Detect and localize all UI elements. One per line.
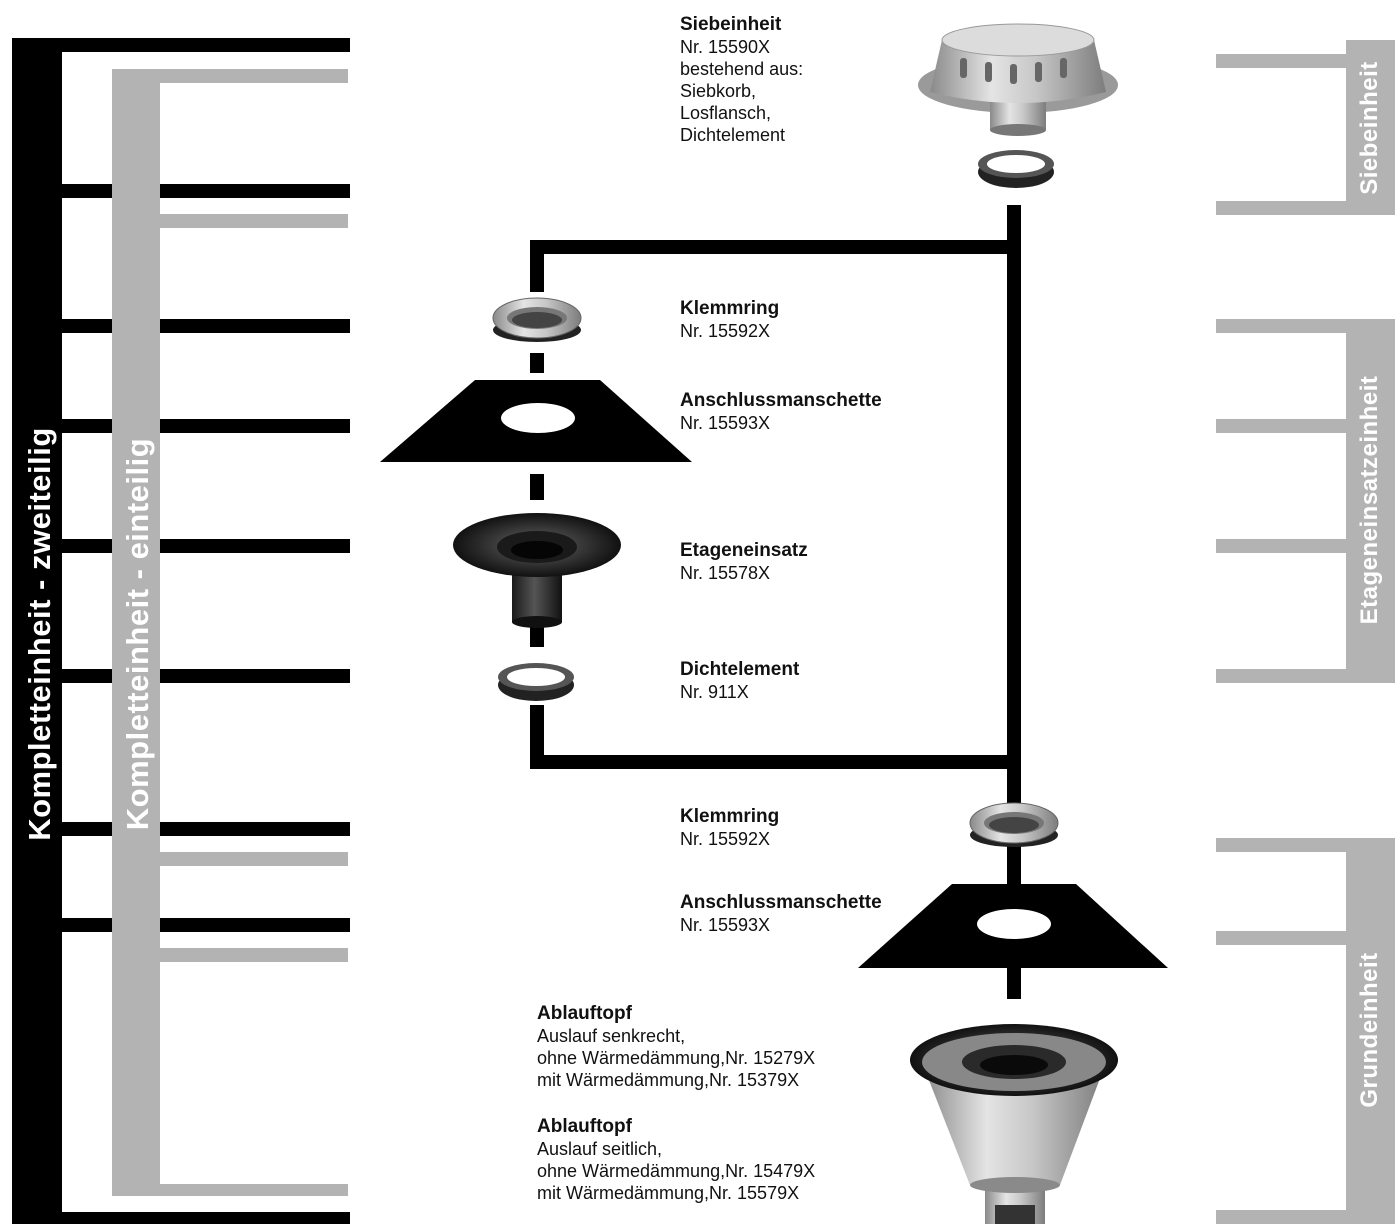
komplett-einteilig-bracket <box>112 69 160 1196</box>
etageneinsatzeinheit-bracket <box>1216 419 1346 433</box>
klemmring-image <box>492 297 582 342</box>
part-line: Nr. 15592X <box>680 321 771 341</box>
grundeinheit-bracket <box>1216 1210 1346 1224</box>
part-title: Anschlussmanschette <box>680 390 882 411</box>
part-line: Siebkorb, <box>680 81 757 101</box>
anschlussmanschette-text: Anschlussmanschette Nr. 15593X <box>680 390 882 434</box>
part-line: ohne Wärmedämmung,Nr. 15279X <box>537 1048 816 1068</box>
part-title: Etageneinsatz <box>680 540 808 561</box>
connector-lines <box>530 205 1021 995</box>
bracket-tick <box>112 1184 348 1196</box>
part-title: Klemmring <box>680 806 780 827</box>
etageneinsatzeinheit-bracket <box>1346 319 1395 683</box>
etageneinsatzeinheit-bracket <box>1216 669 1346 683</box>
part-line: Nr. 15590X <box>680 37 771 57</box>
siebeinheit-text: Siebeinheit Nr. 15590X bestehend aus: Si… <box>680 14 803 146</box>
part-title: Ablauftopf <box>537 1003 632 1024</box>
ablauftopf-text: Ablauftopf Auslauf seitlich, ohne Wärmed… <box>537 1116 815 1204</box>
klemmring-text: Klemmring Nr. 15592X <box>680 806 779 850</box>
part-line: Nr. 15593X <box>680 915 771 935</box>
klemmring-text: Klemmring Nr. 15592X <box>680 298 779 342</box>
part-line: mit Wärmedämmung,Nr. 15579X <box>537 1183 800 1203</box>
bracket-tick <box>112 69 348 83</box>
etageneinsatzeinheit-bracket <box>1216 319 1346 333</box>
bracket-tick <box>160 948 348 962</box>
bracket-tick <box>160 852 348 866</box>
bracket-tick <box>160 214 348 228</box>
dichtelement-image <box>498 663 574 701</box>
part-title: Ablauftopf <box>537 1116 632 1137</box>
part-line: bestehend aus: <box>680 59 804 79</box>
klemmring-image <box>969 802 1059 847</box>
etageneinsatz-text: Etageneinsatz Nr. 15578X <box>680 540 808 584</box>
siebeinheit-bracket <box>1216 54 1346 68</box>
part-line: Nr. 15592X <box>680 829 771 849</box>
siebkorb-image <box>918 23 1118 136</box>
part-line: Nr. 911X <box>680 682 749 702</box>
anschlussmanschette-image <box>858 884 1168 968</box>
part-title: Siebeinheit <box>680 14 782 35</box>
siebeinheit-bracket <box>1346 40 1395 215</box>
dichtelement-text: Dichtelement Nr. 911X <box>680 659 799 703</box>
etageneinsatz-image <box>453 513 621 628</box>
bracket-tick <box>12 1212 350 1224</box>
part-line: Auslauf senkrecht, <box>537 1026 686 1046</box>
part-title: Klemmring <box>680 298 780 319</box>
part-line: ohne Wärmedämmung,Nr. 15479X <box>537 1161 816 1181</box>
part-line: Auslauf seitlich, <box>537 1139 663 1159</box>
part-line: Nr. 15593X <box>680 413 771 433</box>
connector-dashes <box>530 353 1021 999</box>
part-title: Anschlussmanschette <box>680 892 882 913</box>
anschlussmanschette-image <box>380 380 692 462</box>
siebeinheit-bracket <box>1216 201 1346 215</box>
ablauftopf-image <box>910 1024 1118 1224</box>
part-line: Dichtelement <box>680 125 786 145</box>
part-title: Dichtelement <box>680 659 800 680</box>
part-line: Nr. 15578X <box>680 563 771 583</box>
ablauftopf-text: Ablauftopf Auslauf senkrecht, ohne Wärme… <box>537 1003 815 1091</box>
etageneinsatzeinheit-bracket <box>1216 539 1346 553</box>
part-line: mit Wärmedämmung,Nr. 15379X <box>537 1070 800 1090</box>
grundeinheit-bracket <box>1216 931 1346 945</box>
dichtelement-image <box>978 150 1054 188</box>
komplett-zweiteilig-bracket <box>12 38 62 1224</box>
anschlussmanschette-text: Anschlussmanschette Nr. 15593X <box>680 892 882 936</box>
grundeinheit-bracket <box>1216 838 1346 852</box>
part-line: Losflansch, <box>680 103 772 123</box>
grundeinheit-bracket <box>1346 838 1395 1224</box>
bracket-tick <box>12 38 350 52</box>
